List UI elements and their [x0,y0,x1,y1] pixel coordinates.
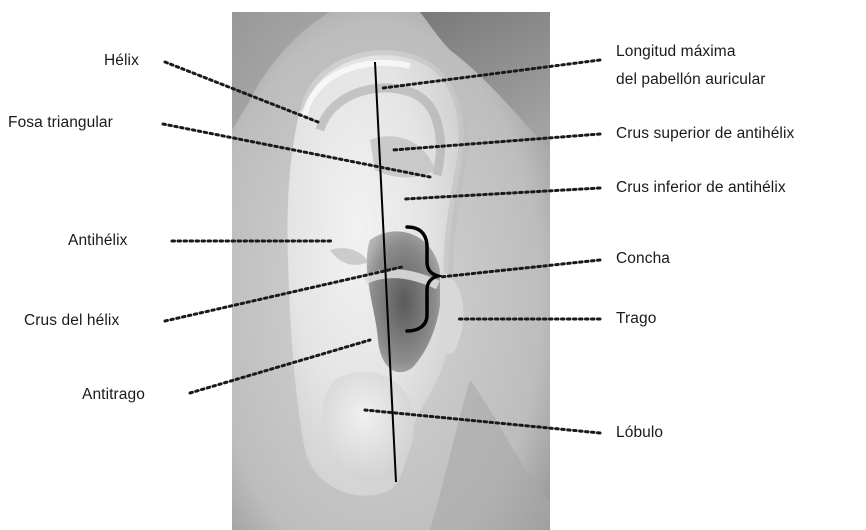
label-fosa-triangular: Fosa triangular [8,113,113,132]
label-antihelix: Antihélix [68,231,128,250]
label-longitud-line1: Longitud máxima [616,42,736,61]
label-longitud-line2: del pabellón auricular [616,70,766,89]
label-lobulo: Lóbulo [616,423,663,442]
label-crus-inferior-antihelix: Crus inferior de antihélix [616,178,786,197]
label-concha: Concha [616,249,670,268]
label-helix: Hélix [104,51,139,70]
label-antitrago: Antitrago [82,385,145,404]
label-crus-superior-antihelix: Crus superior de antihélix [616,124,794,143]
label-crus-del-helix: Crus del hélix [24,311,119,330]
label-trago: Trago [616,309,656,328]
